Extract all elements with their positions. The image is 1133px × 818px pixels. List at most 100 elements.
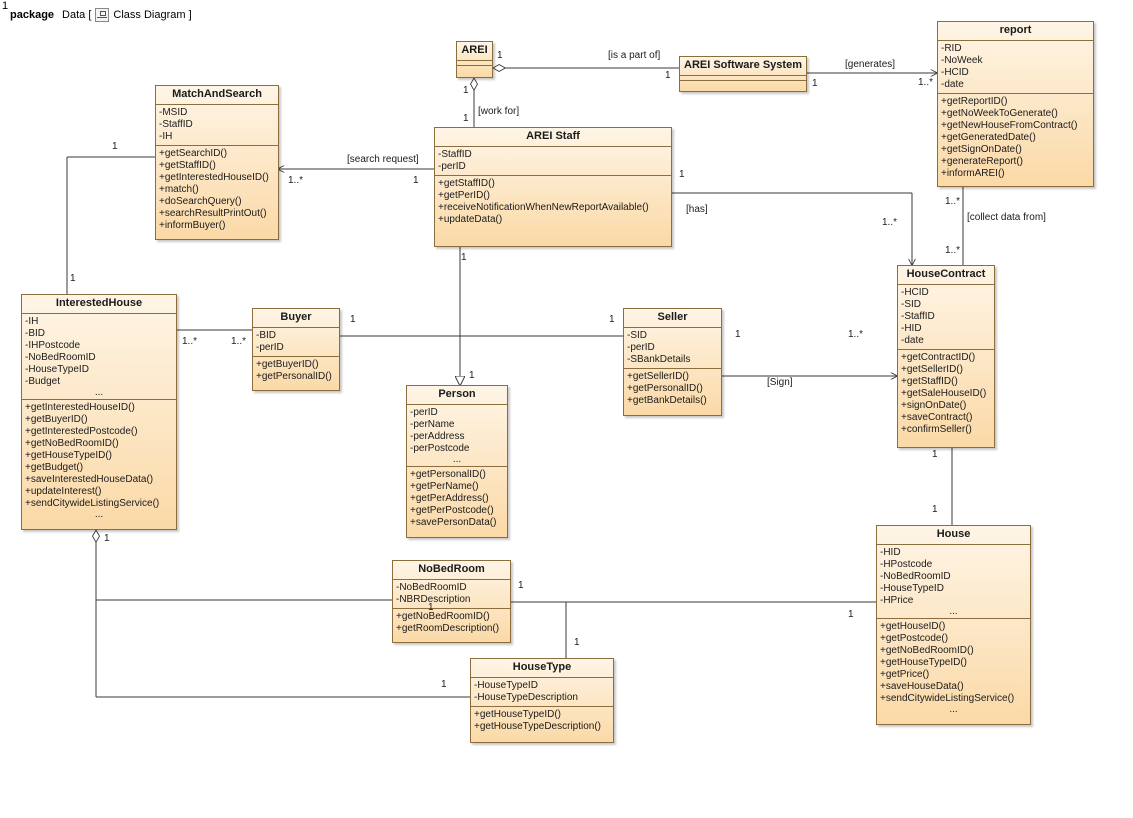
operation-compartment: +getBuyerID()+getPersonalID() [253, 356, 339, 385]
operation: +getHouseID() [880, 621, 946, 632]
attribute: -IH [25, 316, 39, 327]
operation: +getPerPostcode() [410, 505, 494, 516]
diagram-header: package Data [ Class Diagram ] [10, 8, 192, 22]
mult-ih-buyer-left: 1..* [182, 336, 198, 347]
attribute: -HCID [941, 67, 969, 78]
operation: +getBuyerID() [256, 359, 319, 370]
class-arei-staff[interactable]: AREI Staff-StaffID-perID+getStaffID()+ge… [434, 127, 672, 247]
page-number: 1 [2, 0, 9, 12]
attribute: -HouseTypeID [474, 680, 538, 691]
operation-compartment: +getSearchID()+getStaffID()+getIntereste… [156, 145, 278, 234]
mult-buyer-seller-right: 1 [609, 314, 615, 325]
operation: +informBuyer() [159, 220, 226, 231]
operation: +getStaffID() [438, 178, 495, 189]
operation-compartment: +getContractID()+getSellerID()+getStaffI… [898, 349, 994, 438]
mult-ht-top: 1 [574, 637, 580, 648]
operation: +getInterestedHouseID() [159, 172, 269, 183]
attribute-compartment: -HouseTypeID-HouseTypeDescription [471, 678, 613, 706]
operation: +getSellerID() [627, 371, 689, 382]
attribute: -StaffID [159, 119, 193, 130]
operation: +getHouseTypeID() [880, 657, 967, 668]
operation: +receiveNotificationWhenNewReportAvailab… [438, 202, 649, 213]
operation: +generateReport() [941, 156, 1023, 167]
attribute: -HCID [901, 287, 929, 298]
class-diagram-icon [95, 8, 110, 22]
operation: +getHouseTypeID() [25, 450, 112, 461]
operation: +getReportID() [941, 96, 1008, 107]
mult-collect-report: 1..* [945, 196, 961, 207]
class-housecontract[interactable]: HouseContract-HCID-SID-StaffID-HID-date+… [897, 265, 995, 448]
attribute: -BID [256, 330, 276, 341]
attribute: -IH [159, 131, 173, 142]
mult-hc-house-bottom: 1 [932, 504, 938, 515]
attribute-compartment: -BID-perID [253, 328, 339, 356]
attribute: -NoBedRoomID [880, 571, 951, 582]
attribute: -BID [25, 328, 45, 339]
package-name: Data [ [62, 9, 92, 21]
attribute: -RID [941, 43, 962, 54]
operation: +getPrice() [880, 669, 930, 680]
class-name: HouseType [471, 659, 613, 678]
mult-staff-person-bottom: 1 [469, 370, 475, 381]
operation: +getSaleHouseID() [901, 388, 987, 399]
attribute-compartment: -HID-HPostcode-NoBedRoomID-HouseTypeID-H… [877, 545, 1030, 618]
attribute: -perID [627, 342, 655, 353]
operation: +updateData() [438, 214, 503, 225]
class-matchandsearch[interactable]: MatchAndSearch-MSID-StaffID-IH+getSearch… [155, 85, 279, 240]
mult-arei-workfor-bottom: 1 [463, 113, 469, 124]
operation: +getInterestedPostcode() [25, 426, 138, 437]
operation: +getSignOnDate() [941, 144, 1022, 155]
attribute: -Budget [25, 376, 61, 387]
operation-compartment: +getReportID()+getNoWeekToGenerate() +get… [938, 93, 1093, 182]
operation: +getNoWeekToGenerate() [941, 108, 1058, 119]
attribute: -IHPostcode [25, 340, 81, 351]
operation: +getPerID() [438, 190, 490, 201]
label-generates: [generates] [845, 59, 896, 70]
mult-staff-person-top: 1 [461, 252, 467, 263]
class-seller[interactable]: Seller-SID-perID-SBankDetails+getSellerI… [623, 308, 722, 416]
operation: +saveInterestedHouseData() [25, 474, 154, 485]
class-name: House [877, 526, 1030, 545]
more-operations-ellipsis: ... [949, 704, 958, 715]
class-buyer[interactable]: Buyer-BID-perID+getBuyerID()+getPersonal… [252, 308, 340, 391]
class-arei-software-system[interactable]: AREI Software System [679, 56, 807, 92]
attribute: -NoBedRoomID [25, 352, 96, 363]
attribute: -StaffID [901, 311, 935, 322]
attribute: -date [941, 79, 964, 90]
label-search-request: [search request] [347, 154, 419, 165]
package-keyword: package [10, 9, 55, 21]
class-name: Person [407, 386, 507, 405]
label-has: [has] [686, 204, 708, 215]
class-house[interactable]: House-HID-HPostcode-NoBedRoomID-HouseTyp… [876, 525, 1031, 725]
attribute: -HPostcode [880, 559, 933, 570]
attribute: -perID [410, 407, 438, 418]
operation: +getBankDetails() [627, 395, 707, 406]
class-interestedhouse[interactable]: InterestedHouse-IH-BID-IHPostcode-NoBedR… [21, 294, 177, 530]
operation: +doSearchQuery() [159, 196, 242, 207]
operation-compartment: +getStaffID()+getPerID()+receiveNotifica… [435, 175, 671, 228]
attribute: -date [901, 335, 924, 346]
mult-arei-part-right: 1 [665, 70, 671, 81]
mult-arei-part-left: 1 [497, 50, 503, 61]
operation: +getNoBedRoomID() [396, 611, 490, 622]
attribute: -SID [627, 330, 647, 341]
attribute-compartment: -RID-NoWeek-HCID-date [938, 41, 1093, 93]
operation: +savePersonData() [410, 517, 497, 528]
operation: +getHouseTypeID() [474, 709, 561, 720]
attribute-compartment: -perID-perName-perAddress-perPostcode... [407, 405, 507, 466]
operation-compartment: +getHouseTypeID()+getHouseTypeDescriptio… [471, 706, 613, 735]
class-arei[interactable]: AREI [456, 41, 493, 78]
operation: +getHouseTypeDescription() [474, 721, 602, 732]
class-housetype[interactable]: HouseType-HouseTypeID-HouseTypeDescripti… [470, 658, 614, 743]
class-person[interactable]: Person-perID-perName-perAddress-perPostc… [406, 385, 508, 538]
operation: +getRoomDescription() [396, 623, 500, 634]
operation-compartment [457, 65, 492, 70]
class-nobedroom[interactable]: NoBedRoom-NoBedRoomID-NBRDescription+get… [392, 560, 511, 643]
operation-compartment: +getInterestedHouseID()+getBuyerID()+get… [22, 399, 176, 521]
operation: +match() [159, 184, 199, 195]
operation: +getBudget() [25, 462, 84, 473]
attribute-compartment: -IH-BID-IHPostcode-NoBedRoomID-HouseType… [22, 314, 176, 399]
class-report[interactable]: report-RID-NoWeek-HCID-date+getReportID(… [937, 21, 1094, 187]
attribute: -StaffID [438, 149, 472, 160]
